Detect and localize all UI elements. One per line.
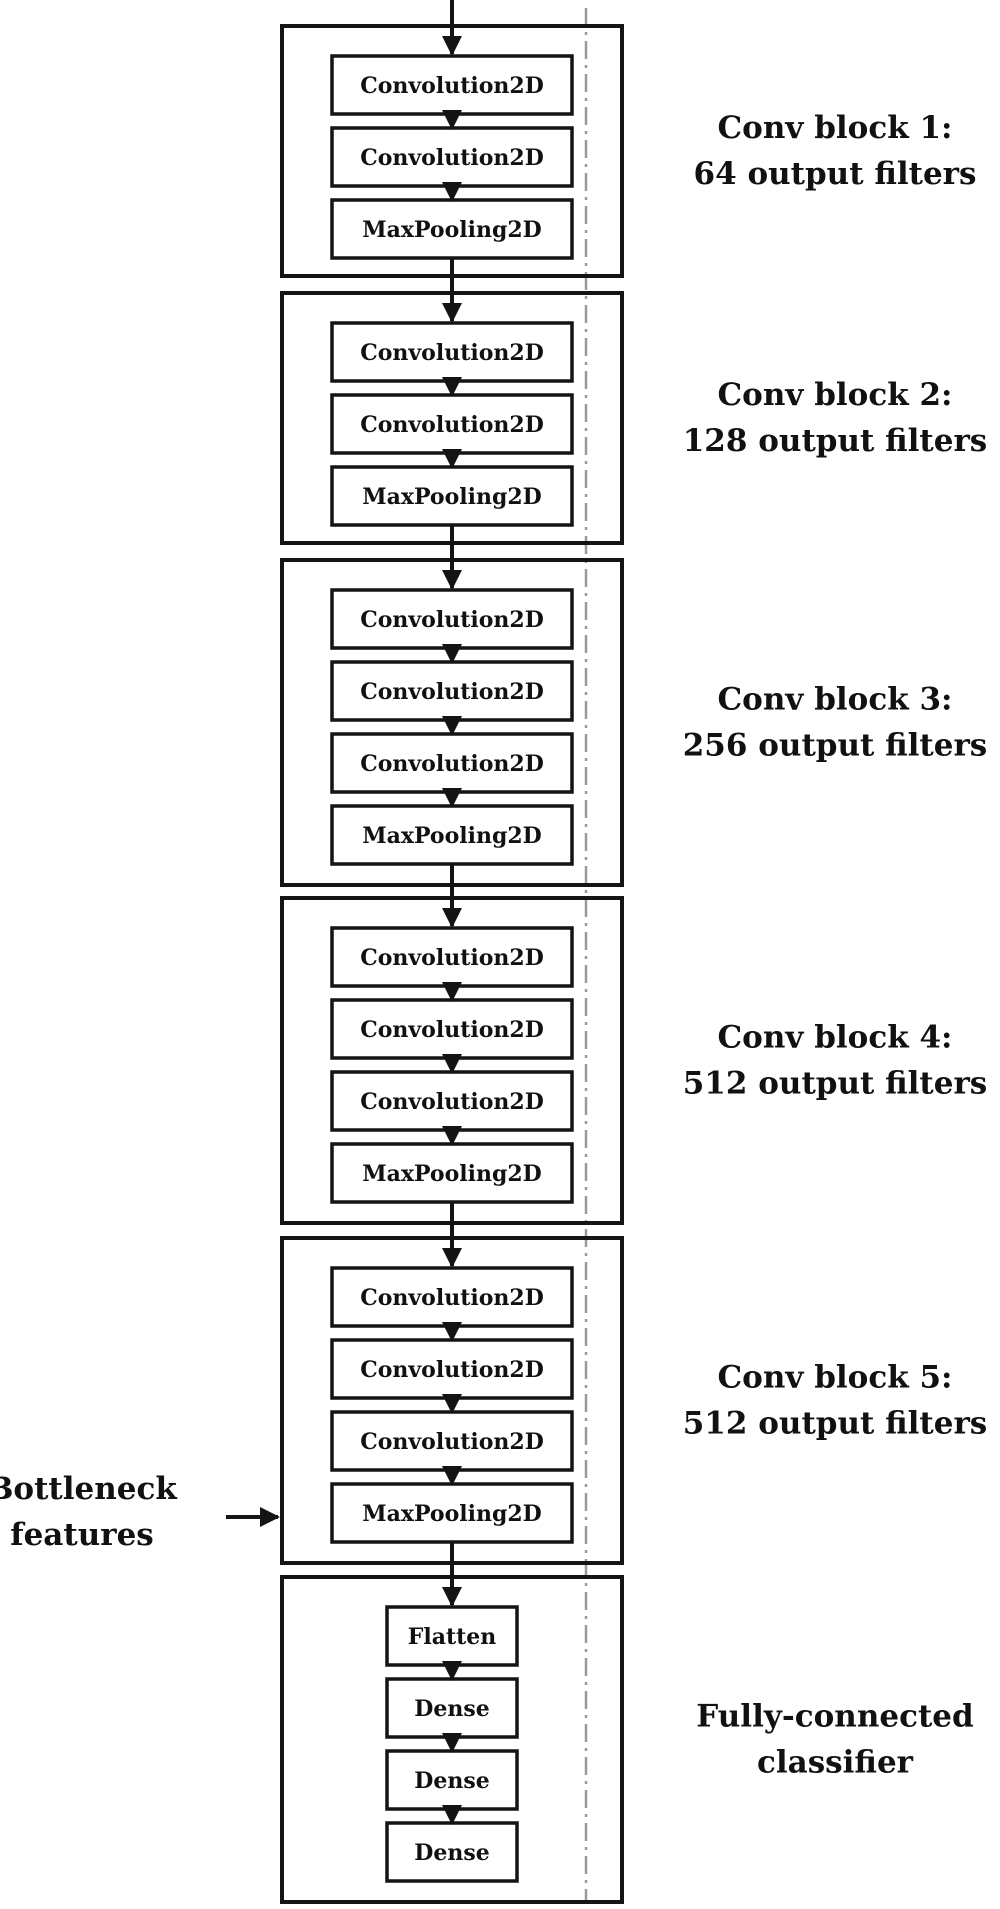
- layer-label: Dense: [414, 1768, 489, 1794]
- block-5: Convolution2D Convolution2D Convolution2D M…: [280, 1236, 624, 1565]
- layer-box: [385, 1821, 519, 1883]
- layer-convolution2d: Convolution2D: [330, 54, 574, 116]
- block-caption: Conv block 2: 128 output filters: [683, 377, 988, 459]
- layer-box: [330, 1266, 574, 1328]
- caption-line: 128 output filters: [683, 423, 988, 459]
- caption-line: Conv block 3:: [718, 682, 953, 718]
- caption-line: 64 output filters: [694, 156, 977, 192]
- layer-box: [385, 1749, 519, 1811]
- layer-convolution2d: Convolution2D: [330, 998, 574, 1060]
- layer-label: Convolution2D: [360, 412, 544, 438]
- layer-label: Dense: [414, 1840, 489, 1866]
- caption-line: classifier: [757, 1745, 914, 1781]
- block-2: Convolution2D Convolution2D MaxPooling2D: [280, 291, 624, 545]
- layer-convolution2d: Convolution2D: [330, 126, 574, 188]
- layer-label: MaxPooling2D: [362, 1161, 542, 1187]
- layer-label: MaxPooling2D: [362, 1501, 542, 1527]
- layer-convolution2d: Convolution2D: [330, 393, 574, 455]
- layer-convolution2d: Convolution2D: [330, 732, 574, 794]
- layer-convolution2d: Convolution2D: [330, 1410, 574, 1472]
- layer-label: MaxPooling2D: [362, 823, 542, 849]
- layer-maxpooling2d: MaxPooling2D: [330, 804, 574, 866]
- layer-box: [330, 321, 574, 383]
- layer-label: Convolution2D: [360, 607, 544, 633]
- layer-label: Convolution2D: [360, 1089, 544, 1115]
- caption-line: 512 output filters: [683, 1066, 988, 1102]
- caption-line: 256 output filters: [683, 728, 988, 764]
- block-caption: Conv block 3: 256 output filters: [683, 682, 988, 764]
- layer-box: [330, 1142, 574, 1204]
- layer-label: Convolution2D: [360, 340, 544, 366]
- layer-convolution2d: Convolution2D: [330, 321, 574, 383]
- layer-box: [330, 732, 574, 794]
- layer-maxpooling2d: MaxPooling2D: [330, 1142, 574, 1204]
- caption-line: Fully-connected: [696, 1699, 973, 1735]
- layer-label: Convolution2D: [360, 73, 544, 99]
- block-1: Convolution2D Convolution2D MaxPooling2D: [280, 24, 624, 278]
- layer-label: Convolution2D: [360, 751, 544, 777]
- layer-box: [330, 465, 574, 527]
- bottleneck-label: Bottleneck: [0, 1471, 178, 1507]
- layer-label: Convolution2D: [360, 1429, 544, 1455]
- bottleneck-annotation: Bottleneck features: [0, 1471, 280, 1553]
- layer-label: Convolution2D: [360, 145, 544, 171]
- layer-label: MaxPooling2D: [362, 484, 542, 510]
- caption-line: Conv block 4:: [718, 1020, 953, 1056]
- layer-label: MaxPooling2D: [362, 217, 542, 243]
- layer-label: Convolution2D: [360, 1285, 544, 1311]
- layer-label: Convolution2D: [360, 1357, 544, 1383]
- layer-box: [330, 54, 574, 116]
- block-caption: Fully-connected classifier: [696, 1699, 973, 1781]
- layer-convolution2d: Convolution2D: [330, 1266, 574, 1328]
- caption-line: Conv block 1:: [718, 110, 953, 146]
- layer-label: Convolution2D: [360, 945, 544, 971]
- layer-convolution2d: Convolution2D: [330, 1338, 574, 1400]
- blocks-layer: Convolution2DConvolution2DMaxPooling2DCo…: [280, 24, 624, 1904]
- block-caption: Conv block 1: 64 output filters: [694, 110, 977, 192]
- layer-maxpooling2d: MaxPooling2D: [330, 1482, 574, 1544]
- layer-flatten: Flatten: [385, 1605, 519, 1667]
- layer-maxpooling2d: MaxPooling2D: [330, 198, 574, 260]
- layer-dense: Dense: [385, 1677, 519, 1739]
- caption-line: Conv block 2:: [718, 377, 953, 413]
- layer-dense: Dense: [385, 1749, 519, 1811]
- layer-convolution2d: Convolution2D: [330, 926, 574, 988]
- layer-label: Flatten: [408, 1624, 497, 1650]
- layer-maxpooling2d: MaxPooling2D: [330, 465, 574, 527]
- layer-convolution2d: Convolution2D: [330, 588, 574, 650]
- bottleneck-label: features: [10, 1517, 154, 1553]
- layer-label: Convolution2D: [360, 1017, 544, 1043]
- layer-box: [330, 926, 574, 988]
- layer-box: [330, 1482, 574, 1544]
- layer-box: [330, 588, 574, 650]
- layer-convolution2d: Convolution2D: [330, 660, 574, 722]
- caption-line: 512 output filters: [683, 1406, 988, 1442]
- block-caption: Conv block 4: 512 output filters: [683, 1020, 988, 1102]
- caption-line: Conv block 5:: [718, 1360, 953, 1396]
- block-4: Convolution2D Convolution2D Convolution2D M…: [280, 896, 624, 1225]
- layer-dense: Dense: [385, 1821, 519, 1883]
- block-caption: Conv block 5: 512 output filters: [683, 1360, 988, 1442]
- layer-convolution2d: Convolution2D: [330, 1070, 574, 1132]
- layer-box: [385, 1605, 519, 1667]
- layer-label: Convolution2D: [360, 679, 544, 705]
- layer-label: Dense: [414, 1696, 489, 1722]
